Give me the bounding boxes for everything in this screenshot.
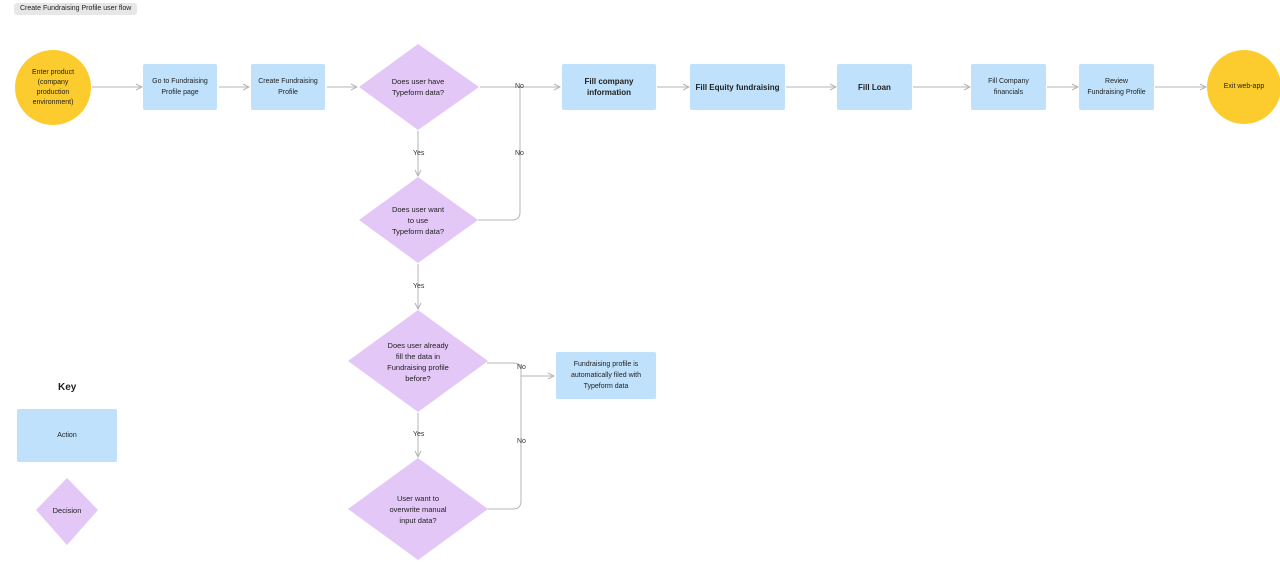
action-fill-financials[interactable]: Fill Company financials — [971, 64, 1046, 110]
decision-wants-typeform[interactable]: Does user want to use Typeform data? — [391, 204, 445, 236]
action-go-to-profile[interactable]: Go to Fundraising Profile page — [143, 64, 217, 110]
decision-wants-typeform-shape — [359, 177, 478, 263]
action-fill-equity[interactable]: Fill Equity fundraising — [690, 64, 785, 110]
key-decision: Decision — [52, 505, 82, 515]
decision-already-filled[interactable]: Does user already fill the data in Fundr… — [387, 341, 449, 383]
edge-label-no: No — [517, 438, 526, 445]
edge-label-yes: Yes — [413, 150, 425, 157]
connector-decision2-no-loop — [478, 87, 521, 221]
frame-title: Create Fundraising Profile user flow — [14, 3, 138, 15]
edge-label-no: No — [515, 83, 524, 90]
edge-label-no: No — [517, 364, 526, 371]
action-review-profile[interactable]: Review Fundraising Profile — [1079, 64, 1154, 110]
key-decision-shape — [36, 478, 98, 545]
decision-diamonds — [36, 44, 488, 560]
decision-has-typeform[interactable]: Does user have Typeform data? — [391, 77, 445, 97]
edge-label-yes: Yes — [413, 431, 425, 438]
action-fill-company-info[interactable]: Fill company information — [562, 64, 656, 110]
decision-has-typeform-shape — [359, 44, 479, 130]
decision-already-filled-shape — [348, 310, 488, 412]
edge-label-yes: Yes — [413, 283, 425, 290]
start-node-enter-product[interactable]: Enter product (company production enviro… — [15, 50, 91, 125]
decision-overwrite-shape — [348, 458, 488, 560]
action-auto-filled[interactable]: Fundraising profile is automatically fil… — [556, 352, 656, 399]
key-action: Action — [17, 409, 117, 462]
connector-decision3-no-to-autofill — [487, 362, 554, 376]
action-fill-loan[interactable]: Fill Loan — [837, 64, 912, 110]
connector-decision4-no-loop — [487, 376, 522, 510]
edge-label-no: No — [515, 150, 524, 157]
action-create-profile[interactable]: Create Fundraising Profile — [251, 64, 325, 110]
decision-overwrite[interactable]: User want to overwrite manual input data… — [389, 493, 447, 525]
end-node-exit-app[interactable]: Exit web-app — [1207, 50, 1280, 124]
key-title: Key — [58, 382, 77, 393]
